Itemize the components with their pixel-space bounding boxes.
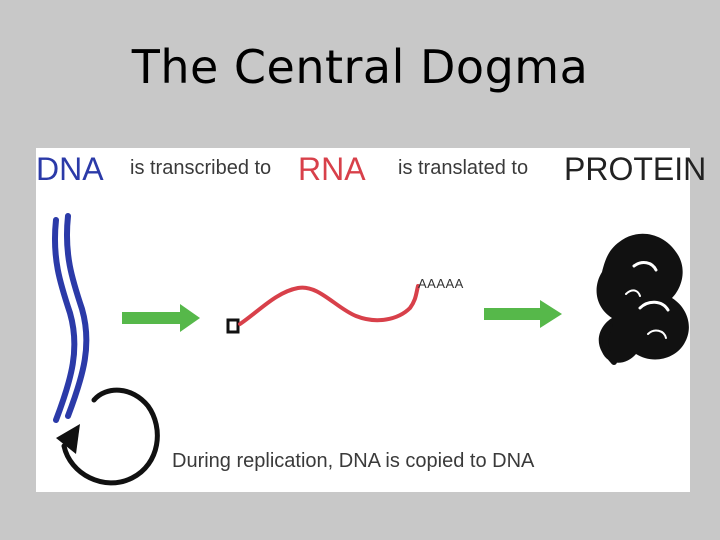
diagram-graphics	[51, 213, 689, 486]
rna-curve	[238, 284, 420, 326]
dna-label: DNA	[36, 151, 104, 187]
replication-caption: During replication, DNA is copied to DNA	[172, 450, 535, 472]
protein-structure-icon	[596, 233, 689, 365]
central-dogma-diagram: DNA is transcribed to RNA is translated …	[36, 148, 706, 492]
rna-label: RNA	[298, 151, 366, 187]
dna-double-strand	[51, 213, 90, 423]
protein-label: PROTEIN	[564, 151, 707, 187]
translated-text: is translated to	[398, 157, 529, 179]
slide-title: The Central Dogma	[131, 40, 589, 94]
rna-strand	[226, 284, 420, 334]
poly-a-tail-label: AAAAA	[418, 276, 464, 291]
rna-cap-marker	[226, 318, 240, 334]
transcription-arrow	[122, 304, 200, 332]
translation-arrow	[484, 300, 562, 328]
dna-strand-left	[51, 217, 78, 423]
replication-loop-arrow	[56, 387, 160, 486]
transcribed-text: is transcribed to	[130, 157, 272, 179]
dna-strand-right	[63, 213, 90, 419]
